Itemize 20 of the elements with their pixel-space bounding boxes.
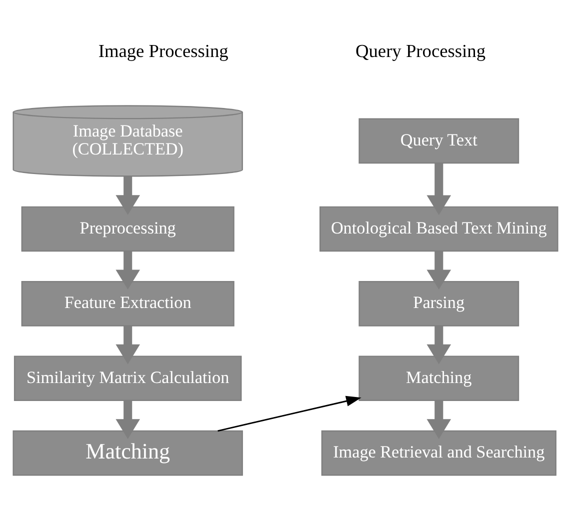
label: Image Processing [98, 41, 228, 62]
node-box: Matching [358, 356, 520, 402]
arrow [426, 163, 452, 216]
node-box: Query Text [358, 118, 520, 164]
node-box: Matching [12, 430, 243, 476]
node-box: Preprocessing [21, 206, 234, 252]
arrow [116, 400, 140, 439]
arrow [426, 326, 452, 364]
node-box: Feature Extraction [21, 281, 234, 326]
label: Query Processing [355, 41, 486, 62]
node-box: Similarity Matrix Calculation [14, 356, 242, 402]
arrow [116, 326, 140, 364]
node-box: Image Retrieval and Searching [321, 430, 556, 476]
arrow [218, 396, 362, 432]
arrow [116, 251, 140, 290]
node-box: Ontological Based Text Mining [319, 206, 558, 252]
arrow [426, 400, 452, 439]
arrow [116, 176, 140, 215]
arrow [426, 251, 452, 290]
node-box: Parsing [358, 281, 520, 326]
